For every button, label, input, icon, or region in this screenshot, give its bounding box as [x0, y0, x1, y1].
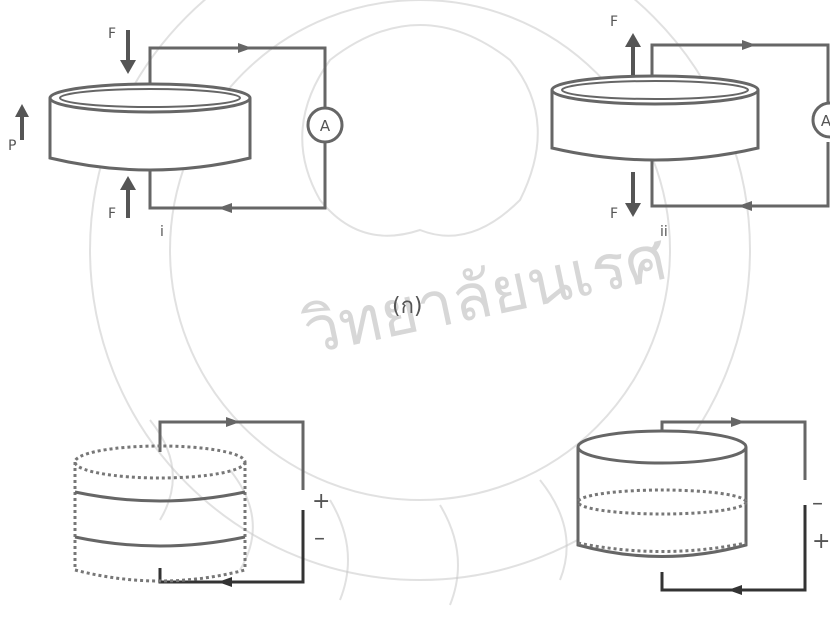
force-arrowhead-top-ii [625, 33, 641, 47]
diagram-case-i: A F F P i [8, 26, 344, 240]
seal-outer-ring [89, 0, 751, 581]
original-top-bl [74, 490, 246, 503]
expanded-bottom-bl [74, 568, 246, 583]
watermark-text: วิทยาลัยนเรศ [297, 221, 673, 370]
case-label-i: i [160, 224, 164, 240]
current-arrow-top-ii [742, 40, 756, 50]
piezo-cylinder-ii [550, 90, 760, 162]
current-arrow-bottom-br [728, 585, 742, 595]
plus-sign-br: + [812, 529, 830, 554]
plus-sign-bl: + [312, 489, 330, 514]
diagram-bottom-left: + – [73, 417, 330, 587]
seal-elephant [301, 24, 539, 237]
cylinder-rim-i [59, 88, 241, 108]
wire-bottom-i [148, 142, 327, 210]
wire-top-ii [650, 43, 830, 108]
force-label-bottom-i: F [108, 206, 116, 222]
piezo-cylinder-i [48, 98, 252, 172]
original-bottom-bl [74, 535, 246, 548]
contracted-top-br [576, 488, 748, 516]
original-body-br [576, 447, 748, 558]
current-arrow-top-br [731, 417, 745, 427]
ammeter-label-i: A [320, 117, 331, 135]
original-top-br [576, 429, 748, 465]
force-arrowhead-bottom-i [120, 176, 136, 190]
current-arrow-bottom-i [218, 203, 232, 213]
minus-sign-bl: – [314, 526, 325, 551]
figure-caption: (ก) [392, 294, 423, 319]
force-arrowhead-bottom-ii [625, 203, 641, 217]
force-arrowhead-top-i [120, 60, 136, 74]
wire-top-bl [158, 420, 305, 490]
cylinder-rim-ii [561, 80, 749, 100]
current-arrow-top-bl [226, 417, 240, 427]
force-label-bottom-ii: F [610, 206, 618, 222]
ammeter-i [306, 106, 344, 144]
seal-inner-ring [169, 0, 671, 501]
current-arrow-bottom-bl [218, 577, 232, 587]
current-arrow-bottom-ii [738, 201, 752, 211]
ammeter-ii [811, 101, 830, 139]
case-label-ii: ii [660, 224, 668, 240]
polarization-label: P [8, 138, 16, 154]
contracted-bottom-br [577, 541, 747, 553]
seal-petals [149, 419, 668, 606]
force-label-top-ii: F [610, 14, 618, 30]
diagram-case-ii: A F F ii [550, 14, 830, 240]
minus-sign-br: – [812, 491, 823, 516]
current-arrow-top-i [238, 43, 252, 53]
polarization-arrowhead-i [15, 104, 29, 117]
wire-top-i [148, 46, 327, 108]
force-label-top-i: F [108, 26, 116, 42]
diagram-bottom-right: – + [576, 417, 830, 595]
ammeter-label-ii: A [821, 112, 830, 130]
